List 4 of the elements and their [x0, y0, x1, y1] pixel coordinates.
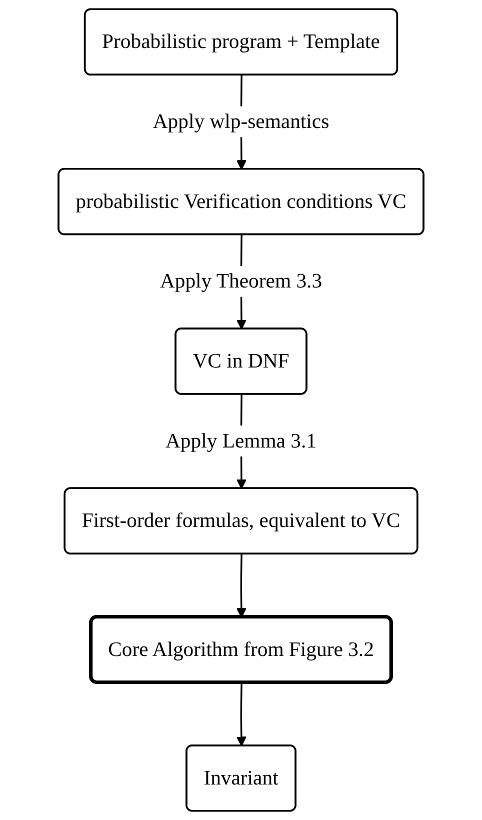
edge-label: Apply Lemma 3.1 — [166, 428, 316, 452]
arrow — [236, 682, 246, 746]
edge-label: Apply wlp-semantics — [152, 110, 330, 133]
edge-label: Apply Theorem 3.3 — [160, 269, 322, 292]
